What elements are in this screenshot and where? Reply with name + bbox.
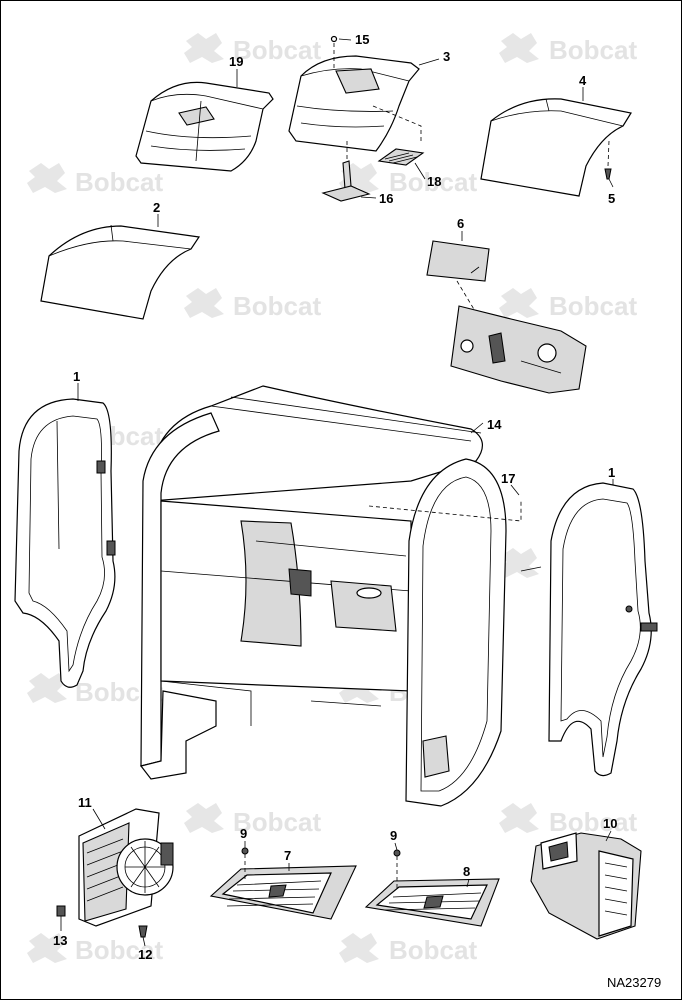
watermark-text: Bobcat bbox=[75, 167, 163, 197]
part-19-headliner bbox=[135, 81, 274, 172]
callout-9-right: 9 bbox=[390, 828, 397, 843]
callout-1-right: 1 bbox=[608, 465, 615, 480]
watermark-text: Bobcat bbox=[549, 291, 637, 321]
bobcat-animal-logo-icon bbox=[184, 33, 224, 63]
callout-1-left: 1 bbox=[73, 369, 80, 384]
part-13-fitting bbox=[56, 905, 66, 917]
leader-lines bbox=[60, 38, 614, 947]
part-2-roof-cover bbox=[40, 224, 201, 320]
callout-15: 15 bbox=[355, 32, 369, 47]
part-8-floor-mat bbox=[364, 878, 500, 927]
callout-17: 17 bbox=[501, 471, 515, 486]
callout-8: 8 bbox=[463, 864, 470, 879]
watermark-14: Bobcat bbox=[27, 933, 163, 965]
watermark-text: Bobcat bbox=[233, 35, 321, 65]
watermark-text: Bobcat bbox=[389, 935, 477, 965]
bobcat-animal-logo-icon bbox=[184, 288, 224, 318]
document-number: NA23279 bbox=[607, 975, 661, 990]
bobcat-animal-logo-icon bbox=[339, 933, 379, 963]
callout-9-left: 9 bbox=[240, 826, 247, 841]
watermark-3: Bobcat bbox=[27, 163, 163, 197]
bobcat-animal-logo-icon bbox=[27, 933, 67, 963]
bobcat-animal-logo-icon bbox=[499, 803, 539, 833]
watermark-text: Bobcat bbox=[549, 35, 637, 65]
watermark-5: Bobcat bbox=[184, 288, 321, 321]
part-10-heater-housing bbox=[530, 832, 642, 940]
callout-5: 5 bbox=[608, 191, 615, 206]
bobcat-animal-logo-icon bbox=[499, 288, 539, 318]
bobcat-animal-logo-icon bbox=[499, 548, 539, 578]
watermark-text: Bobcat bbox=[75, 935, 163, 965]
callout-12: 12 bbox=[138, 947, 152, 962]
watermark-2: Bobcat bbox=[499, 33, 637, 65]
callout-6: 6 bbox=[457, 216, 464, 231]
watermark-text: Bobcat bbox=[233, 291, 321, 321]
watermark-text: Bobcat bbox=[233, 807, 321, 837]
part-11-heater-unit bbox=[78, 808, 174, 927]
callout-3: 3 bbox=[443, 49, 450, 64]
part-16-bracket bbox=[321, 141, 371, 202]
watermark-6: Bobcat bbox=[499, 288, 637, 321]
callout-19: 19 bbox=[229, 54, 243, 69]
bobcat-animal-logo-icon bbox=[499, 33, 539, 63]
part-6-cover-plate bbox=[426, 240, 490, 322]
console-assembly bbox=[450, 305, 587, 394]
callout-18: 18 bbox=[427, 174, 441, 189]
callout-10: 10 bbox=[603, 816, 617, 831]
watermark-text: Bobcat bbox=[549, 807, 637, 837]
watermark-13: Bobcat bbox=[499, 803, 637, 837]
part-15-screw bbox=[330, 35, 338, 71]
part-4-roof-cover bbox=[480, 98, 632, 197]
watermark-12: Bobcat bbox=[184, 803, 321, 837]
watermark-1: Bobcat bbox=[184, 33, 321, 65]
part-12-screw bbox=[138, 925, 148, 938]
part-1-door-left bbox=[14, 398, 116, 688]
watermark-15: Bobcat bbox=[339, 933, 477, 965]
callout-13: 13 bbox=[53, 933, 67, 948]
watermark-text: Bobcat bbox=[389, 167, 477, 197]
callout-16: 16 bbox=[379, 191, 393, 206]
part-3-headliner bbox=[288, 55, 422, 152]
part-7-floor-mat bbox=[209, 865, 357, 920]
bobcat-animal-logo-icon bbox=[27, 163, 67, 193]
callout-14: 14 bbox=[487, 417, 502, 432]
callout-2: 2 bbox=[153, 200, 160, 215]
part-1-door-right bbox=[520, 482, 658, 777]
bobcat-animal-logo-icon bbox=[27, 673, 67, 703]
bobcat-animal-logo-icon bbox=[184, 803, 224, 833]
part-18-filter bbox=[377, 148, 425, 166]
callout-7: 7 bbox=[284, 848, 291, 863]
part-5-screw bbox=[604, 140, 612, 180]
callout-4: 4 bbox=[579, 73, 587, 88]
callout-11: 11 bbox=[78, 795, 92, 810]
part-14-cab-frame bbox=[139, 385, 522, 807]
callouts: 1 1 2 3 4 5 6 7 8 9 9 10 11 12 13 14 15 … bbox=[53, 32, 617, 962]
